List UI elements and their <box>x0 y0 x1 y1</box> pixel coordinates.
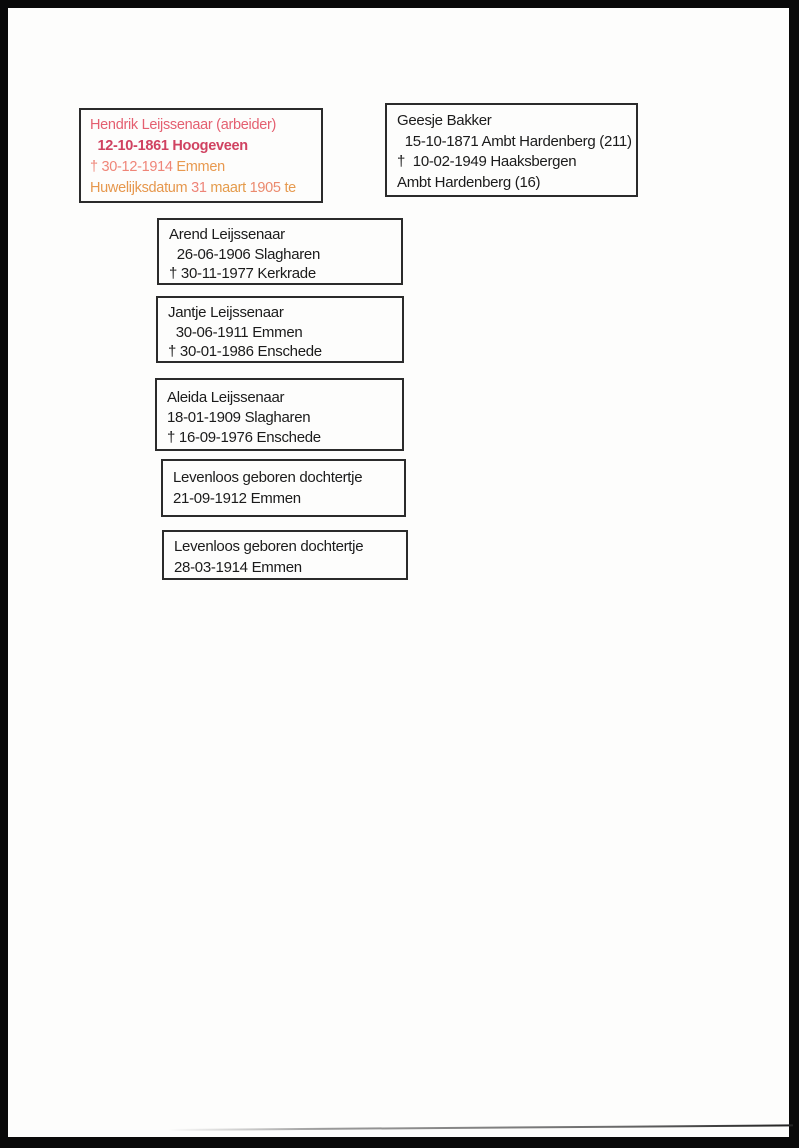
person-line: † 10-02-1949 Haaksbergen <box>397 152 630 173</box>
text-segment: 18-01-1909 Slagharen <box>167 409 311 426</box>
text-segment: 21-09-1912 Emmen <box>173 489 301 507</box>
person-line: 26-06-1906 Slagharen <box>169 245 395 265</box>
text-segment: Emmen <box>176 159 225 175</box>
text-segment: 30-06-1911 Emmen <box>168 323 303 341</box>
person-line: † 30-01-1986 Enschede <box>168 342 396 361</box>
text-segment: † 10-02-1949 Haaksbergen <box>397 153 577 170</box>
person-box-arend-leijssenaar: Arend Leijssenaar 26-06-1906 Slagharen † … <box>157 218 403 285</box>
person-box-jantje-leijssenaar: Jantje Leijssenaar 30-06-1911 Emmen † 30-… <box>156 296 404 363</box>
person-line: 21-09-1912 Emmen <box>173 489 398 510</box>
text-segment: † 30-12-1914 <box>90 159 177 175</box>
person-line: Levenloos geboren dochtertje <box>174 537 400 558</box>
person-line: 18-01-1909 Slagharen <box>167 408 396 428</box>
person-line: Ambt Hardenberg (16) <box>397 173 630 194</box>
text-segment: 1905 <box>249 180 285 196</box>
person-box-geesje-bakker: Geesje Bakker 15-10-1871 Ambt Hardenberg… <box>385 103 638 197</box>
text-segment: 15-10-1871 Ambt Hardenberg (211) <box>397 132 632 150</box>
text-segment: 26-06-1906 Slagharen <box>169 245 321 263</box>
text-segment: Geesje Bakker <box>397 112 492 129</box>
person-box-levenloos-dochtertje-1912: Levenloos geboren dochtertje 21-09-1912 E… <box>161 459 406 517</box>
person-line: † 30-11-1977 Kerkrade <box>169 264 395 283</box>
text-segment: maart <box>210 180 250 196</box>
person-line: † 16-09-1976 Enschede <box>167 428 396 448</box>
person-line: Jantje Leijssenaar <box>168 303 396 323</box>
person-line: 12-10-1861 Hoogeveen <box>90 136 315 157</box>
text-segment: 31 <box>191 180 211 196</box>
text-segment: Arend Leijssenaar <box>169 226 285 243</box>
text-segment: † 16-09-1976 Enschede <box>167 429 321 446</box>
person-line: Huwelijksdatum 31 maart 1905 te <box>90 178 315 199</box>
text-segment: Levenloos geboren dochtertje <box>174 538 364 555</box>
text-segment: Jantje Leijssenaar <box>168 304 284 321</box>
text-segment: 12-10-1861 Hoogeveen <box>90 138 248 154</box>
person-box-hendrik-leijssenaar: Hendrik Leijssenaar (arbeider) 12-10-186… <box>79 108 323 203</box>
text-segment: Huwelijksdatum <box>90 180 192 196</box>
person-line: Geesje Bakker <box>397 111 630 132</box>
person-box-levenloos-dochtertje-1914: Levenloos geboren dochtertje 28-03-1914 E… <box>162 530 408 580</box>
person-line: Levenloos geboren dochtertje <box>173 468 398 489</box>
text-segment: 28-03-1914 Emmen <box>174 558 302 576</box>
person-line: 30-06-1911 Emmen <box>168 323 396 343</box>
text-segment: † 30-11-1977 Kerkrade <box>169 265 316 282</box>
person-line: 28-03-1914 Emmen <box>174 558 400 579</box>
text-segment: † 30-01-1986 Enschede <box>168 343 322 360</box>
person-line: Aleida Leijssenaar <box>167 388 396 408</box>
text-segment: Aleida Leijssenaar <box>167 389 285 406</box>
person-line: Hendrik Leijssenaar (arbeider) <box>90 115 315 136</box>
text-segment: Levenloos geboren dochtertje <box>173 469 363 486</box>
text-segment: Hendrik Leijssenaar (arbeider) <box>90 117 277 133</box>
person-line: Arend Leijssenaar <box>169 225 395 245</box>
person-line: 15-10-1871 Ambt Hardenberg (211) <box>397 132 632 153</box>
text-segment: Ambt Hardenberg (16) <box>397 173 541 191</box>
person-line: † 30-12-1914 Emmen <box>90 157 315 178</box>
text-segment: te <box>284 180 296 196</box>
person-box-aleida-leijssenaar: Aleida Leijssenaar 18-01-1909 Slagharen † … <box>155 378 404 451</box>
